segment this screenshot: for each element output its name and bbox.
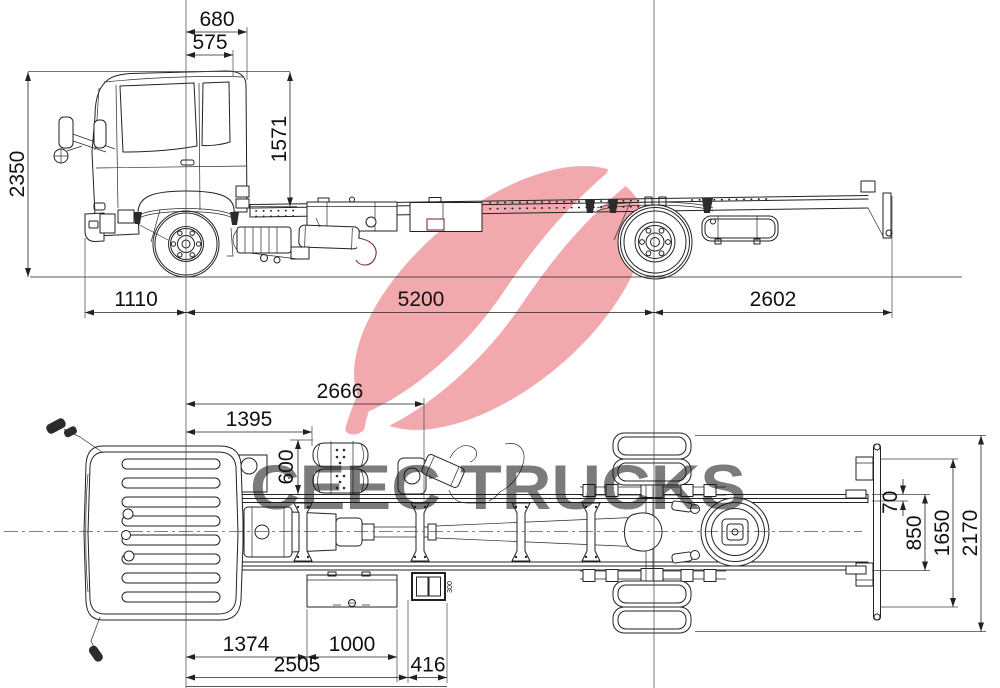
dim-air-tank-length: 600 [275,439,313,494]
frame-box-2 [409,202,483,232]
main-mirror [58,116,74,149]
mirror-bottom-left [88,645,103,662]
dim-label: 1374 [223,633,270,656]
frame-bracket [426,218,445,231]
rear-crossmember-top [845,443,881,621]
dim-label: 5200 [398,288,445,311]
dim-front-axle-to-battery-front: 1374 [186,609,398,682]
dim-label: 2666 [317,380,364,403]
cab-step [235,185,250,198]
differential-top [624,512,663,552]
tailpipe [355,237,377,266]
side-view-drawing [53,70,893,280]
frame-rails-top [236,494,869,571]
dim-label: 70 [879,491,902,514]
mirror-top-left [46,418,66,434]
dim-front-overhang: 1110 [84,196,893,318]
dim-overall-width: 2170 [695,435,986,632]
wide-mirror [93,119,107,149]
dim-front-axle-to-air-tank: 1395 [186,408,313,446]
rear-wheels-top [612,432,692,634]
door-handle [180,159,195,166]
dim-cab-top-to-frame-top: 1571 [250,72,297,207]
dim-label: 1650 [931,510,954,557]
dim-rear-overhang: 2602 [654,288,892,316]
gearbox-side [236,226,292,254]
fuel-tank [701,215,779,245]
crossmember-brackets [293,502,601,562]
dim-label: 2505 [274,654,321,677]
dim-label: 680 [199,8,234,31]
headlight [93,202,106,211]
cab-top-view [46,418,244,662]
cab-door-window [119,82,198,153]
dim-label: 850 [903,515,926,550]
dim-toolbox-width-label: 300 [447,581,454,593]
dim-front-axle-to-cab-rear: 575 [186,31,234,76]
rear-wheel [617,204,693,280]
toolbox-top [411,572,446,601]
air-tanks [312,441,369,495]
dim-label: 2170 [959,510,982,557]
shock-absorbers-top [671,500,700,564]
dim-label: 1110 [114,288,158,311]
dim-label: 1571 [268,116,291,163]
dim-front-axle-to-exhaust-end: 2666 [186,380,425,500]
chassis-frame-side [249,195,869,218]
dim-label: 2350 [6,151,29,198]
rear-crossmember-side [882,192,892,239]
cab-outline [91,70,248,237]
dim-label: 575 [192,31,227,54]
battery-box-top [306,571,398,608]
logo-tail [345,328,404,435]
ceec-swoosh-logo [345,162,657,435]
front-mudflap [227,227,234,257]
driveshaft-cone [435,517,633,547]
dim-cab-height: 2350 [6,71,290,277]
exhaust-hook [488,443,525,502]
dimensions-layer: 680 575 2350 1571 1110 5200 [6,8,986,687]
spare-wheel-top [700,497,770,567]
dpf-box-top [397,457,427,495]
dim-label: 1395 [226,408,273,431]
dim-label: 1000 [329,633,376,656]
dim-label: 416 [410,654,445,677]
dim-toolbox-length: 416 [186,654,447,687]
front-bumper [84,212,105,242]
dim-label: 2602 [750,288,797,311]
dim-battery-box-length: 1000 [307,633,397,660]
dim-frame-flange-width: 70 [872,479,930,516]
dim-wheelbase: 5200 [186,288,654,316]
dim-front-axle-to-toolbox-end: 2505 [186,600,448,683]
reference-lines [4,0,962,688]
cab-quarter-window [201,81,231,147]
watermark-text: CEEC TRUCKS [250,453,746,523]
dim-label: 600 [275,449,298,484]
top-view-drawing [46,418,881,662]
dim-rear-crossmember-width: 1650 [880,458,958,608]
dim-frame-width: 850 [872,494,930,571]
muffler-side [298,224,360,250]
